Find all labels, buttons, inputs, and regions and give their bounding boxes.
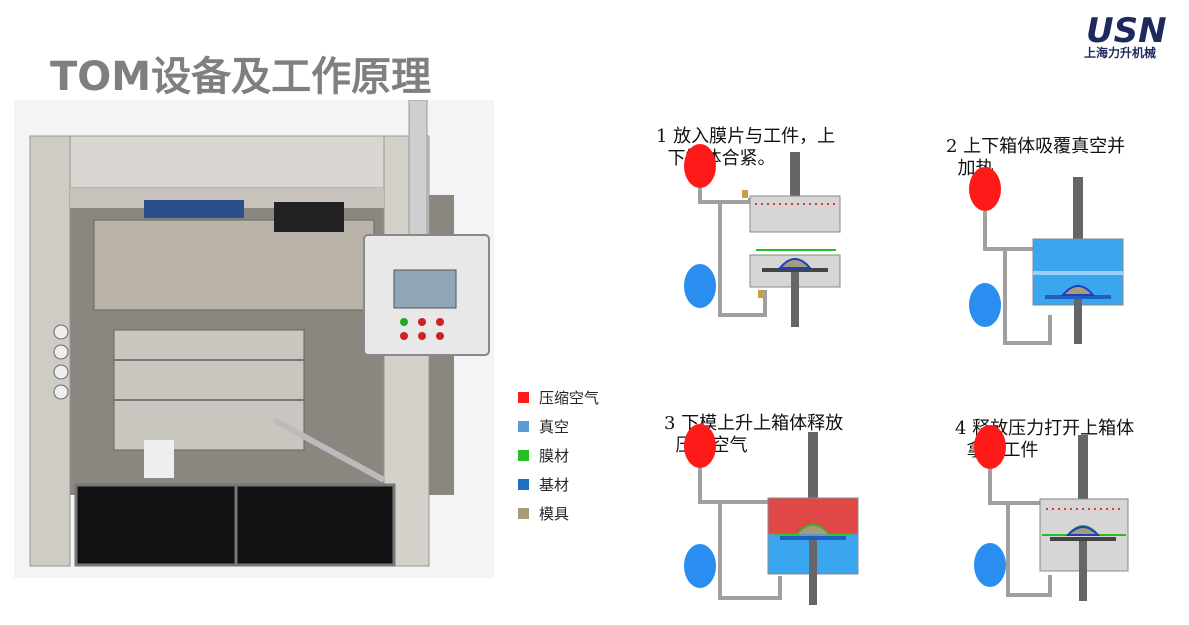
company-name: 上海力升机械 (1084, 46, 1157, 60)
legend-item-substrate: 基材 (518, 470, 599, 499)
legend: 压缩空气 真空 膜材 基材 模具 (518, 383, 599, 528)
company-logo: USN (1086, 11, 1167, 51)
svg-text:USN: USN (1086, 11, 1167, 51)
step-3-diagram (684, 424, 859, 605)
legend-item-compressed-air: 压缩空气 (518, 383, 599, 412)
step-1-diagram (684, 144, 841, 327)
legend-item-mold: 模具 (518, 499, 599, 528)
step-2-diagram (969, 167, 1124, 345)
machine-photo (14, 100, 494, 578)
step-4-diagram (974, 425, 1129, 601)
legend-item-vacuum: 真空 (518, 412, 599, 441)
page-title: TOM设备及工作原理 (50, 54, 432, 100)
legend-item-film: 膜材 (518, 441, 599, 470)
